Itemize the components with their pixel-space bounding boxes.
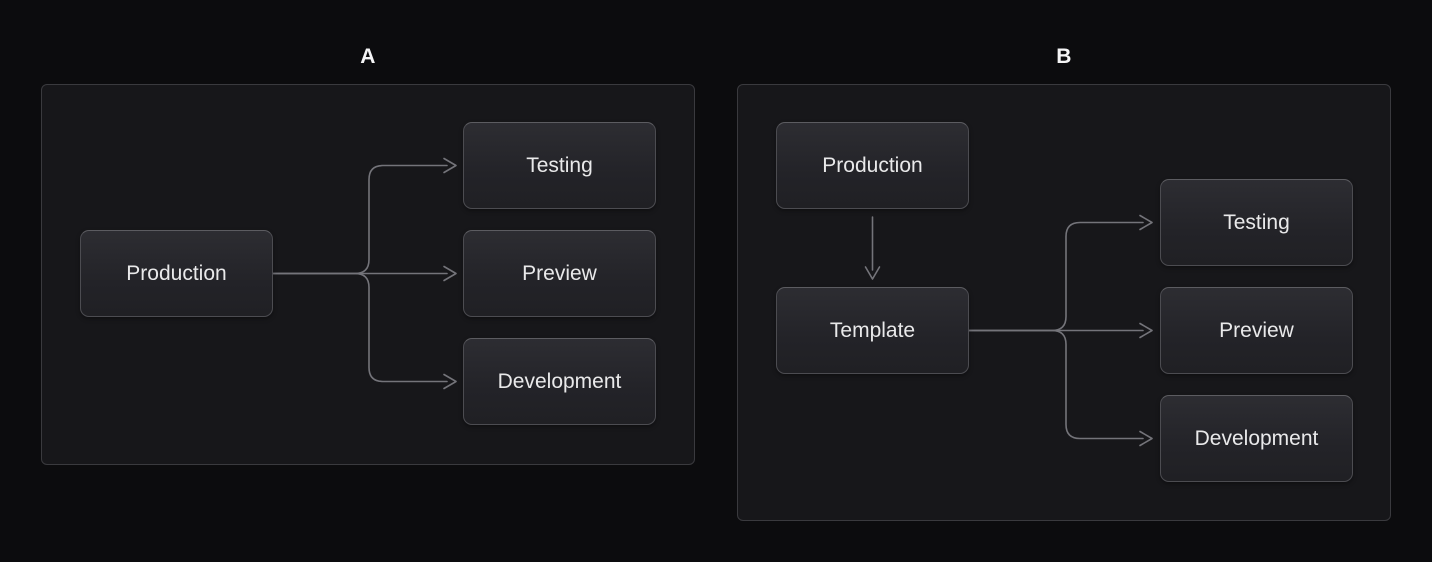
node-label: Production (822, 153, 923, 177)
node-preview-b: Preview (1160, 287, 1353, 374)
node-template-b: Template (776, 287, 969, 374)
diagram-a-title: A (360, 45, 376, 68)
node-label: Template (829, 318, 916, 342)
node-development-b: Development (1160, 395, 1353, 482)
diagram-b-title: B (1056, 45, 1072, 68)
node-testing-a: Testing (463, 122, 656, 209)
node-production-b: Production (776, 122, 969, 209)
node-testing-b: Testing (1160, 179, 1353, 266)
node-label: Production (126, 261, 227, 285)
node-production-a: Production (80, 230, 273, 317)
node-label: Testing (1223, 210, 1290, 234)
node-label: Testing (526, 153, 593, 177)
node-label: Preview (522, 261, 597, 285)
node-preview-a: Preview (463, 230, 656, 317)
node-label: Development (497, 369, 622, 393)
node-label: Preview (1219, 318, 1294, 342)
node-development-a: Development (463, 338, 656, 425)
node-label: Development (1194, 426, 1319, 450)
